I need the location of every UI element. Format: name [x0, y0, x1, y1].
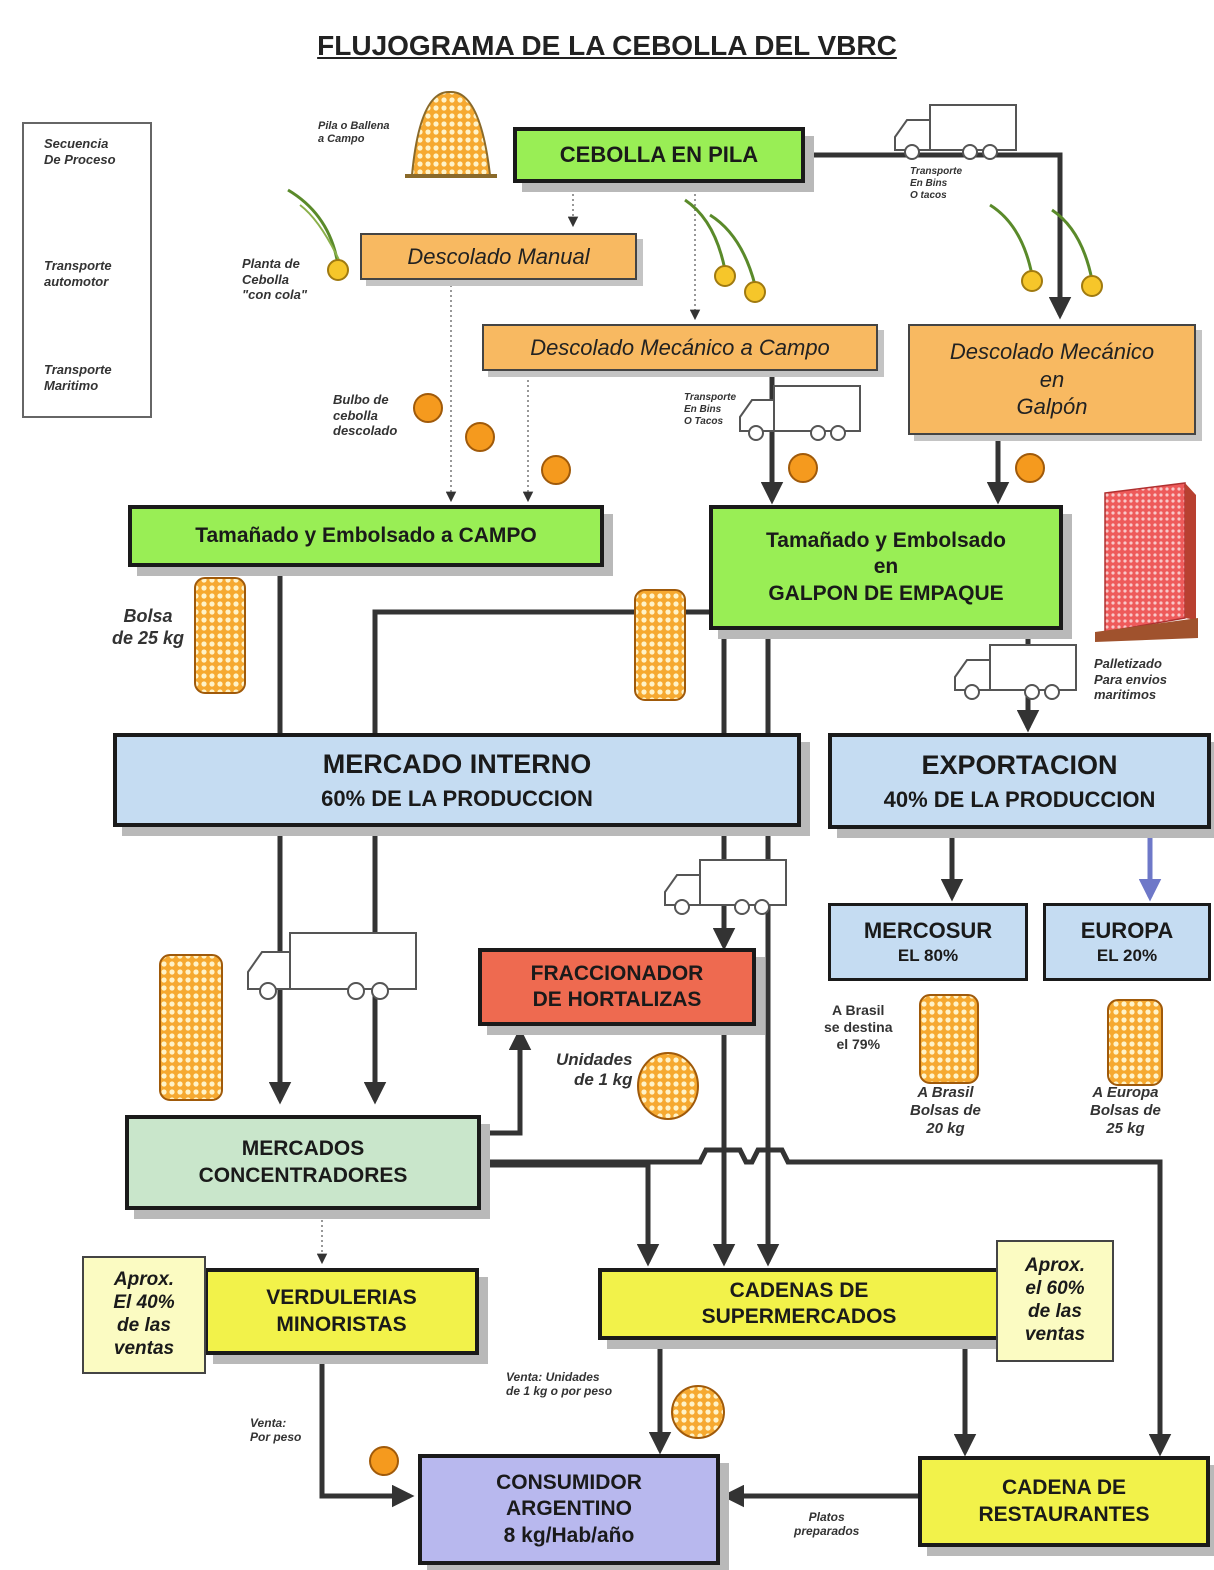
node-fraccionador: FRACCIONADOR DE HORTALIZAS: [478, 948, 756, 1026]
legend-road-label: Transporte automotor: [44, 258, 112, 289]
mercosur-title: MERCOSUR: [863, 917, 993, 943]
mercado-interno-percent: 60% DE LA PRODUCCION: [321, 785, 593, 811]
exportacion-percent: 40% DE LA PRODUCCION: [883, 786, 1156, 812]
label-bulbo: Bulbo de cebolla descolado: [333, 392, 398, 439]
truck-icon: [739, 385, 861, 441]
onion-bulb-icon: [1015, 453, 1045, 483]
onion-pile-icon: [405, 90, 497, 178]
node-mercosur: MERCOSUR EL 80%: [828, 903, 1028, 981]
onion-bulb-icon: [541, 455, 571, 485]
page-title: FLUJOGRAMA DE LA CEBOLLA DEL VBRC: [317, 30, 897, 61]
node-restaurantes: CADENA DE RESTAURANTES: [918, 1456, 1210, 1547]
node-supermercados: CADENAS DE SUPERMERCADOS: [598, 1268, 1000, 1340]
node-mercados-concentradores: MERCADOS CONCENTRADORES: [125, 1115, 481, 1210]
sack-icon: [194, 577, 246, 694]
truck-icon: [894, 104, 1017, 160]
node-exportacion: EXPORTACION 40% DE LA PRODUCCION: [828, 733, 1211, 829]
onion-plant-icon: [287, 188, 349, 281]
sack-icon: [919, 994, 979, 1084]
note-aprox-60: Aprox. el 60% de las ventas: [996, 1240, 1114, 1362]
node-verdulerias: VERDULERIAS MINORISTAS: [204, 1268, 479, 1355]
sack-icon: [159, 954, 223, 1101]
mercosur-percent: EL 80%: [897, 946, 959, 966]
onion-bulb-icon: [788, 453, 818, 483]
sack-icon: [634, 589, 686, 701]
node-cebolla-pila: CEBOLLA EN PILA: [513, 127, 805, 183]
label-unidades-1kg: Unidades de 1 kg: [556, 1050, 633, 1090]
truck-icon: [954, 644, 1077, 700]
europa-title: EUROPA: [1080, 917, 1174, 943]
node-consumidor: CONSUMIDOR ARGENTINO 8 kg/Hab/año: [418, 1454, 720, 1565]
node-europa: EUROPA EL 20%: [1043, 903, 1211, 981]
note-aprox-40: Aprox. El 40% de las ventas: [82, 1256, 206, 1374]
mercado-interno-title: MERCADO INTERNO: [322, 748, 592, 779]
node-descolado-mecanico-campo: Descolado Mecánico a Campo: [482, 324, 878, 371]
onion-bulb-icon: [413, 393, 443, 423]
onion-bulb-icon: [369, 1446, 399, 1476]
legend-sea-label: Transporte Maritimo: [44, 362, 112, 393]
label-europa-bolsas: A Europa Bolsas de 25 kg: [1090, 1084, 1161, 1137]
onion-bulb-icon: [465, 422, 495, 452]
label-brasil-destina: A Brasil se destina el 79%: [824, 1002, 893, 1052]
sack-icon: [637, 1052, 699, 1120]
label-planta-cola: Planta de Cebolla "con cola": [242, 256, 308, 303]
label-pila-ballena: Pila o Ballena a Campo: [318, 120, 390, 146]
label-transporte-bins: Transporte En Bins O tacos: [910, 166, 963, 201]
label-venta-unidades: Venta: Unidades de 1 kg o por peso: [506, 1370, 613, 1399]
label-palletizado: Palletizado Para envios maritimos: [1094, 656, 1167, 703]
legend-sequence-label: Secuencia De Proceso: [44, 136, 116, 167]
node-descolado-mecanico-galpon: Descolado Mecánico en Galpón: [908, 324, 1196, 435]
exportacion-title: EXPORTACION: [921, 749, 1118, 780]
transport-lines: [268, 152, 1172, 1508]
pallet-icon: [1095, 482, 1198, 642]
truck-icon: [247, 932, 417, 1000]
truck-icon: [664, 859, 787, 915]
label-venta-peso: Venta: Por peso: [250, 1416, 302, 1445]
legend: Secuencia De Proceso Transporte automoto…: [22, 122, 152, 418]
node-embolsado-galpon: Tamañado y Embolsado en GALPON DE EMPAQU…: [709, 505, 1063, 630]
europa-percent: EL 20%: [1096, 946, 1158, 966]
node-mercado-interno: MERCADO INTERNO 60% DE LA PRODUCCION: [113, 733, 801, 827]
onion-plant-icon: [989, 203, 1103, 297]
onion-plant-icon: [684, 198, 766, 303]
sack-icon: [671, 1385, 725, 1439]
sequence-lines: [316, 184, 701, 1265]
node-descolado-manual: Descolado Manual: [360, 233, 637, 280]
node-embolsado-campo: Tamañado y Embolsado a CAMPO: [128, 505, 604, 567]
label-platos: Platos preparados: [794, 1510, 860, 1539]
label-brasil-bolsas: A Brasil Bolsas de 20 kg: [910, 1084, 981, 1137]
sack-icon: [1107, 999, 1163, 1086]
label-transporte-bins-2: Transporte En Bins O Tacos: [684, 392, 737, 427]
label-bolsa-25: Bolsa de 25 kg: [112, 606, 185, 648]
